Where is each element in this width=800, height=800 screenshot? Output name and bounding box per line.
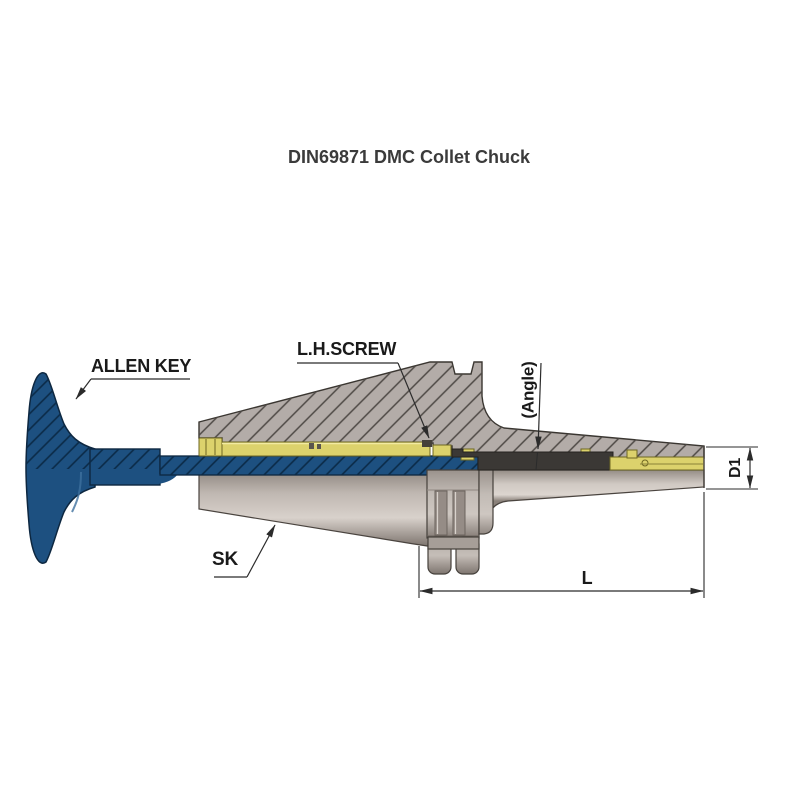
screw-step-piece (432, 444, 452, 457)
sk-taper-label: SK (212, 549, 238, 570)
annotations (75, 362, 758, 598)
v-flange-groove (434, 490, 448, 536)
angle-leader (535, 362, 542, 450)
diameter-dimension-label: D1 (727, 457, 744, 479)
nose-brass-strip (609, 449, 705, 471)
nose-thread-tab (626, 449, 638, 459)
angle-leader-tail (535, 451, 538, 471)
allen-key-shaft-thin-hatch (160, 456, 478, 475)
screw-thread-boss (198, 437, 223, 457)
length-dimension-label: L (581, 568, 593, 588)
allen-key (25, 372, 479, 564)
angle-label: (Angle) (518, 361, 538, 419)
screw-notch (309, 443, 314, 449)
allen-key-leader (75, 378, 92, 400)
allen-key-shaft-wide-hatch (90, 449, 160, 469)
v-flange-step (478, 469, 494, 535)
v-flange-groove (452, 490, 466, 536)
allen-key-handle-hatch (26, 372, 95, 469)
sk-leader (246, 524, 276, 578)
holder-body-section-hatch (199, 362, 704, 458)
lh-screw-body (221, 441, 431, 457)
screw-notch (317, 444, 321, 449)
allen-key-label: ALLEN KEY (91, 356, 192, 376)
allen-key-shaft-fillet (158, 474, 178, 484)
drawing-title: DIN69871 DMC Collet Chuck (287, 147, 531, 167)
lh-screw-leader (397, 362, 430, 439)
nose-detail-hole (641, 459, 649, 467)
screw-head-slot (422, 440, 432, 447)
v-flange-lobe-bridge (427, 536, 480, 550)
lh-screw-parts (198, 437, 591, 461)
lh-screw-label: L.H.SCREW (297, 339, 397, 359)
allen-key-stem-highlight (71, 471, 82, 513)
v-flange-bottom (426, 469, 494, 575)
